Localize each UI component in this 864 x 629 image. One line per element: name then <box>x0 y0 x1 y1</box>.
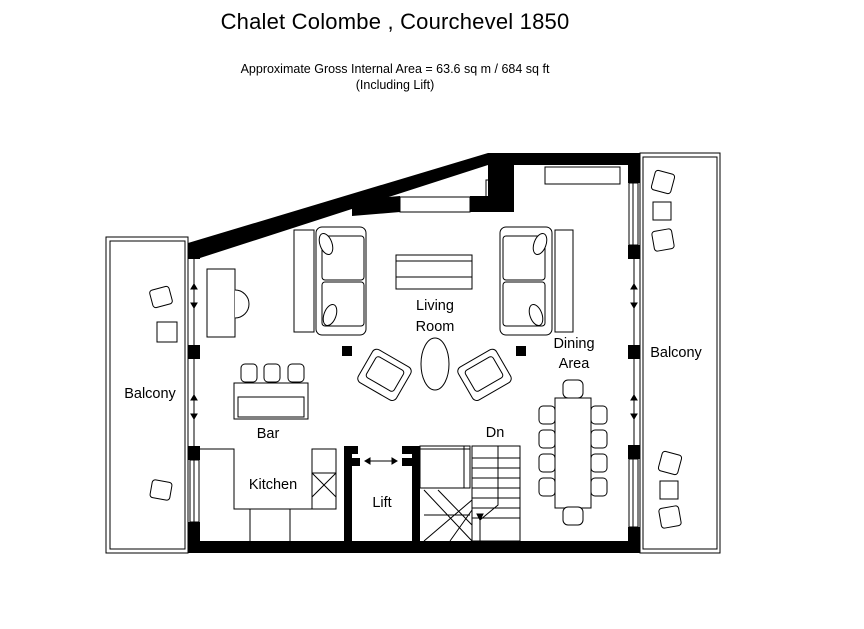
label-kitchen: Kitchen <box>249 477 297 493</box>
dining-table <box>538 379 608 526</box>
bar-kitchen-furniture <box>200 363 337 541</box>
gross-area-text: Approximate Gross Internal Area = 63.6 s… <box>240 62 550 76</box>
label-dining-area-2: Area <box>559 356 591 372</box>
label-living-room-2: Room <box>416 319 455 335</box>
label-bar: Bar <box>257 426 280 442</box>
area-summary: Approximate Gross Internal Area = 63.6 s… <box>0 61 790 93</box>
label-lift: Lift <box>372 495 391 511</box>
label-balcony-left: Balcony <box>124 386 176 402</box>
exterior-walls <box>188 153 640 553</box>
label-dining-area-1: Dining <box>553 336 594 352</box>
label-living-room-1: Living <box>416 298 454 314</box>
plan-title: Chalet Colombe , Courchevel 1850 <box>220 9 570 34</box>
label-stairs-down: Dn <box>486 425 505 441</box>
label-balcony-right: Balcony <box>650 345 702 361</box>
balcony-left-outline <box>105 236 189 554</box>
living-room-furniture <box>293 226 574 401</box>
area-note-text: (Including Lift) <box>355 78 435 92</box>
staircase <box>419 445 521 542</box>
lift-shaft <box>344 446 420 541</box>
